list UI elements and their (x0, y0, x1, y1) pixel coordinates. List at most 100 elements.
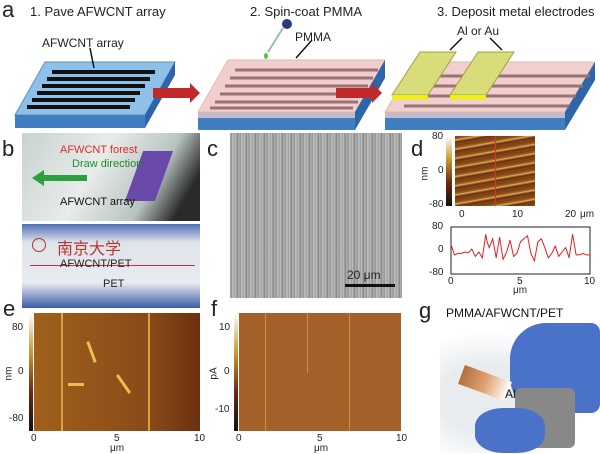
step-1-title: 1. Pave AFWCNT array (30, 4, 166, 19)
cb-tick: 0 (438, 165, 444, 176)
panel-e-label: e (3, 296, 16, 321)
profile-point (454, 254, 455, 256)
draw-direction-label: Draw direction (72, 158, 143, 170)
panel-f-label: f (211, 296, 218, 321)
profile-point (486, 241, 488, 243)
x-tick: 5 (114, 433, 120, 444)
profile-point (582, 253, 584, 254)
x-tick: 0 (236, 433, 242, 444)
x-tick: 0 (459, 209, 465, 220)
current-map-f (239, 313, 401, 431)
profile-xlabel: μm (513, 285, 528, 296)
xlabel: μm (314, 443, 329, 454)
cb-tick: -80 (429, 199, 444, 210)
cb-tick: 0 (224, 366, 230, 377)
profile-point (450, 244, 452, 246)
profile-x-tick: 0 (448, 276, 454, 287)
profile-point (523, 238, 525, 240)
x-tick: 0 (31, 433, 37, 444)
profile-point (485, 233, 487, 235)
cb-tick: 80 (12, 322, 24, 333)
profile-point (474, 255, 476, 257)
profile-point (554, 245, 556, 247)
profile-point (586, 254, 587, 256)
x-tick: 20 (565, 209, 577, 220)
profile-point (551, 253, 553, 254)
profile-point (499, 236, 501, 238)
afwcnt-array-annotation: AFWCNT array (42, 36, 124, 50)
profile-point (502, 258, 504, 260)
fabrication-diagram (14, 19, 596, 130)
xlabel: μm (110, 443, 125, 454)
substrate-step1 (14, 47, 176, 128)
x-unit: μm (580, 209, 595, 220)
pmma-annotation: PMMA (295, 30, 331, 44)
profile-y-tick: 0 (438, 244, 444, 255)
profile-point (467, 252, 469, 254)
profile-y-tick: 80 (432, 221, 444, 232)
profile-point (527, 235, 528, 237)
electrode-annotation: Al or Au (457, 24, 500, 38)
cb-tick: 0 (18, 366, 24, 377)
profile-point (481, 257, 483, 259)
draw-direction-arrow (32, 170, 87, 186)
profile-point (461, 253, 462, 254)
x-tick: 10 (396, 433, 408, 444)
profile-point (561, 251, 563, 253)
x-tick: 5 (317, 433, 323, 444)
profile-point (575, 254, 577, 256)
profile-point (540, 238, 542, 240)
profile-point (457, 253, 459, 254)
x-tick: 10 (194, 433, 206, 444)
cb-unit: nm (3, 366, 15, 381)
profile-point (558, 255, 560, 257)
height-profile-chart (450, 226, 591, 275)
al-electrode-label: Al (505, 387, 516, 401)
profile-point (495, 257, 497, 259)
panel-a-label: a (2, 0, 15, 22)
profile-point (589, 254, 591, 256)
profile-point (516, 253, 518, 254)
profile-point (509, 239, 511, 241)
cb-tick: -10 (215, 404, 230, 415)
profile-point (513, 255, 514, 257)
cb-tick: 10 (219, 322, 231, 333)
plot-frame (450, 226, 591, 275)
profile-point (471, 248, 473, 250)
panel-b-label: b (2, 136, 15, 161)
profile-point (492, 238, 494, 240)
afwcnt-forest-label: AFWCNT forest (60, 144, 138, 156)
profile-point (478, 251, 480, 253)
substrate-step3 (384, 37, 596, 130)
arrow-2 (336, 83, 382, 103)
profile-point (530, 253, 532, 254)
sem-image (230, 133, 402, 298)
scale-bar-label: 20 μm (347, 268, 381, 282)
profile-point (520, 241, 521, 243)
profile-x-tick: 5 (517, 276, 523, 287)
profile-point (568, 257, 570, 259)
cb-tick: 80 (432, 131, 444, 142)
profile-point (488, 247, 490, 248)
substrate-step2 (197, 19, 386, 130)
cb-tick: -80 (9, 413, 24, 424)
profile-point (579, 254, 580, 256)
afm-image-d (455, 136, 535, 206)
university-logo-text: 南京大学 (57, 239, 122, 258)
profile-series-line (450, 234, 590, 263)
profile-point (547, 257, 549, 259)
step-3-title: 3. Deposit metal electrodes (437, 4, 595, 19)
profile-point (572, 233, 574, 235)
profile-y-tick: -80 (429, 267, 444, 278)
panel-d-label: d (411, 136, 424, 161)
photo-afwcnt-pet: 南京大学 (22, 224, 200, 308)
scale-bar (345, 284, 395, 287)
afwcnt-pet-label: AFWCNT/PET (60, 258, 132, 270)
afwcnt-array-label: AFWCNT array (60, 196, 135, 208)
cb-unit: nm (419, 166, 431, 181)
colorbar-e (29, 313, 33, 431)
arrow-1 (153, 83, 200, 103)
panel-c-label: c (207, 136, 218, 161)
profile-point (534, 260, 535, 262)
colorbar-f (234, 313, 238, 431)
